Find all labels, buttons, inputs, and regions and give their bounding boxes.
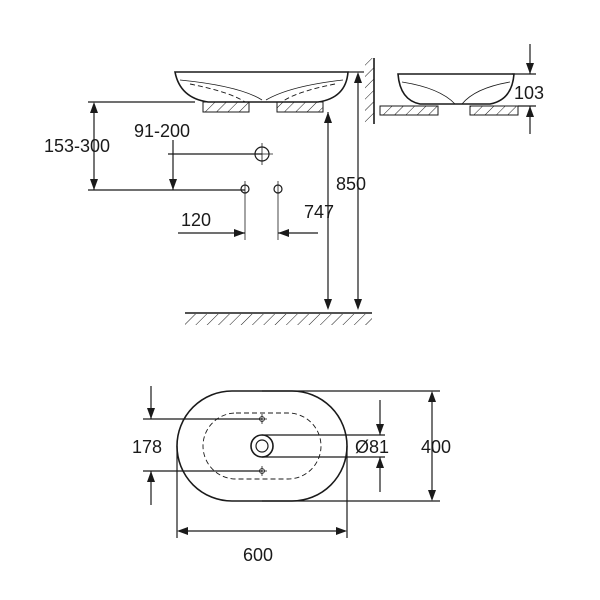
side-elevation — [88, 71, 372, 325]
arrow — [169, 179, 177, 190]
arrow — [354, 72, 362, 83]
arrow — [234, 229, 245, 237]
arrow — [428, 391, 436, 402]
arrow — [526, 63, 534, 74]
fixing-pad-right — [276, 101, 324, 113]
label-waste-height-range: 91-200 — [134, 121, 190, 141]
label-basin-height: 103 — [514, 83, 544, 103]
countertop-left — [379, 105, 439, 116]
label-basin-width: 400 — [421, 437, 451, 457]
label-fixing-spacing: 120 — [181, 210, 211, 230]
arrow — [376, 457, 384, 468]
basin-plan-outline — [176, 390, 348, 502]
label-floor-to-rim: 850 — [336, 174, 366, 194]
basin-plan-inner-dashed — [202, 412, 322, 480]
wall-side-view — [365, 44, 536, 134]
arrow — [376, 424, 384, 435]
label-floor-to-bottom: 747 — [304, 202, 334, 222]
arrow — [526, 106, 534, 117]
label-tap-height-range: 153-300 — [44, 136, 110, 156]
label-waste-spacing: 178 — [132, 437, 162, 457]
basin-inner-line — [179, 79, 344, 101]
basin-profile-wall — [397, 73, 515, 105]
arrow — [278, 229, 289, 237]
label-basin-length: 600 — [243, 545, 273, 565]
arrow — [324, 299, 332, 310]
waste-outlet-inner — [255, 439, 269, 453]
countertop-right — [469, 105, 519, 116]
arrow — [336, 527, 347, 535]
arrow — [90, 179, 98, 190]
arrow — [147, 471, 155, 482]
label-waste-diameter: Ø81 — [355, 437, 389, 457]
arrow — [354, 299, 362, 310]
basin-profile-inner — [401, 81, 511, 105]
arrow — [90, 102, 98, 113]
fixing-pad-left — [202, 101, 250, 113]
arrow — [177, 527, 188, 535]
basin-inner-dashed — [189, 83, 336, 103]
floor-hatch — [185, 314, 372, 325]
waste-outlet-outer — [250, 434, 274, 458]
wall-hatch — [365, 58, 374, 124]
arrow — [324, 112, 332, 123]
arrow — [428, 490, 436, 501]
plan-view — [143, 386, 440, 538]
arrow — [147, 408, 155, 419]
